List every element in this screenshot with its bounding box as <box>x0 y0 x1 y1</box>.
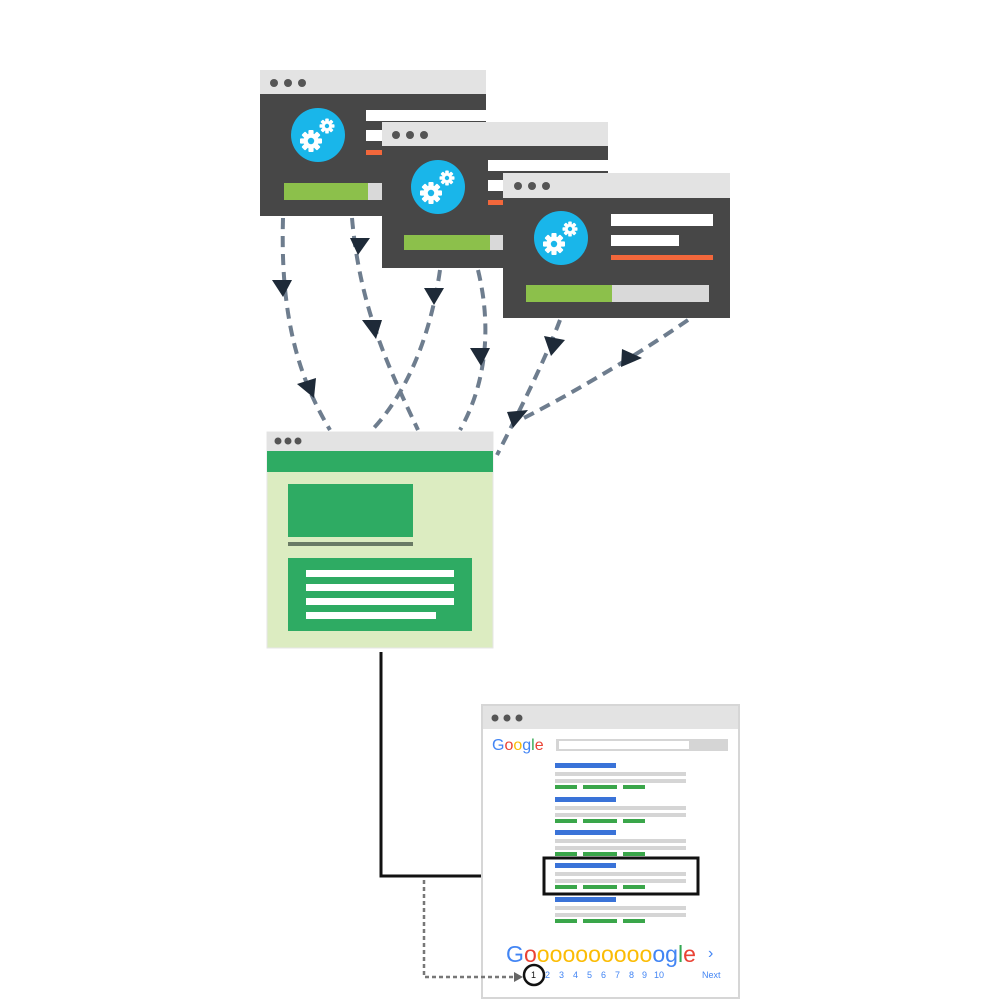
page-number[interactable]: 7 <box>615 970 620 980</box>
arrow-heads <box>272 238 642 428</box>
arrow-head <box>544 336 565 356</box>
arrow-head <box>424 288 444 305</box>
backlink-arrow-5 <box>495 319 562 456</box>
current-page-circle <box>522 963 546 987</box>
backlink-arrow-2 <box>350 217 420 431</box>
page-number-current[interactable]: 1 <box>531 970 536 980</box>
gears-icon <box>291 108 345 162</box>
window-dots-icon <box>491 714 523 722</box>
search-result[interactable] <box>555 830 686 856</box>
satellite-window-3 <box>503 173 730 318</box>
backlink-arrow-4 <box>458 269 488 431</box>
search-input[interactable] <box>556 739 728 751</box>
arrow-head <box>507 410 528 428</box>
arrow-head <box>272 280 292 297</box>
backlink-arrow-6 <box>519 318 690 422</box>
window-dots-icon <box>392 131 428 139</box>
page-number[interactable]: 6 <box>601 970 606 980</box>
landing-page-window <box>266 431 494 649</box>
window-dots-icon <box>274 437 302 445</box>
gears-icon <box>411 160 465 214</box>
window-dots-icon <box>270 79 306 87</box>
search-result-highlighted[interactable] <box>542 856 700 896</box>
pagination: 1 2 3 4 5 6 7 8 9 10 Next <box>531 970 721 980</box>
search-result[interactable] <box>555 797 686 823</box>
arrow-head <box>470 348 490 366</box>
search-result[interactable] <box>555 763 686 789</box>
page-number[interactable]: 3 <box>559 970 564 980</box>
highlight-box <box>542 856 700 896</box>
progress-bar <box>526 285 709 302</box>
arrow-head <box>297 378 316 398</box>
backlink-arrow-1 <box>280 217 332 432</box>
page-number[interactable]: 4 <box>573 970 578 980</box>
arrow-head <box>350 238 370 255</box>
arrow-head <box>621 349 642 367</box>
gears-icon <box>534 211 588 265</box>
page-number[interactable]: 5 <box>587 970 592 980</box>
arrow-head <box>514 972 523 982</box>
serp-window: Google <box>481 704 740 999</box>
progress-bar <box>404 235 504 250</box>
page-number[interactable]: 9 <box>642 970 647 980</box>
window-dots-icon <box>514 182 550 190</box>
pagination-logo: Gooooooooooogle <box>506 941 696 967</box>
next-link[interactable]: Next <box>702 970 721 980</box>
page-number[interactable]: 2 <box>545 970 550 980</box>
page-number[interactable]: 10 <box>654 970 664 980</box>
progress-bar <box>284 183 382 200</box>
next-arrow-icon[interactable]: › <box>708 945 713 962</box>
page-number[interactable]: 8 <box>629 970 634 980</box>
google-logo: Google <box>492 737 544 754</box>
arrow-head <box>362 320 382 339</box>
search-result[interactable] <box>555 897 686 923</box>
